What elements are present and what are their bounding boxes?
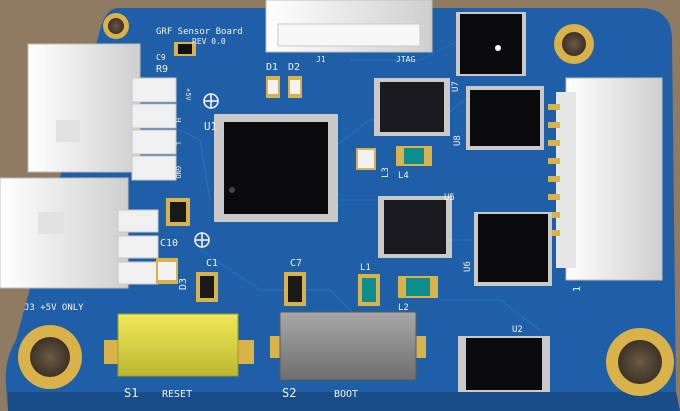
- connector-upper-left: [27, 43, 177, 181]
- label-d1: D1: [266, 62, 278, 73]
- label-r9: R9: [156, 64, 168, 75]
- plus-icon: [203, 93, 219, 109]
- passive-components: [156, 42, 438, 306]
- chip-u2: [458, 336, 550, 392]
- mounting-hole-top-left: [103, 13, 129, 39]
- label-pin-h: H: [174, 118, 182, 122]
- label-u1: U1: [204, 120, 217, 133]
- jtag-connector: [265, 0, 433, 53]
- label-c10: C10: [160, 238, 178, 249]
- mounting-hole-top-right: [554, 24, 594, 64]
- label-l4: L4: [398, 171, 409, 181]
- label-c1: C1: [206, 258, 218, 269]
- label-l3: L3: [381, 167, 391, 178]
- chip-u5: [378, 196, 452, 258]
- board-revision: REV 0.0: [192, 37, 226, 46]
- label-pin-1: 1: [572, 286, 583, 292]
- label-pin-l: L: [174, 142, 182, 146]
- chip-top-right: [456, 12, 526, 76]
- plus-icon: [194, 232, 210, 248]
- label-j1: J1: [316, 55, 326, 64]
- reset-button: [104, 313, 254, 377]
- chip-u7: [374, 78, 450, 136]
- label-pin-5v: +5V: [184, 88, 192, 101]
- label-u8: U8: [453, 135, 463, 146]
- label-reset: RESET: [162, 389, 192, 400]
- label-jtag: JTAG: [396, 55, 415, 64]
- label-u2: U2: [512, 325, 523, 335]
- connector-lower-left: [0, 177, 159, 289]
- label-boot: BOOT: [334, 389, 358, 400]
- label-l2: L2: [398, 303, 409, 313]
- mounting-hole-bottom-right: [606, 328, 674, 396]
- label-pin-gnd: GND: [174, 166, 182, 179]
- label-d3: D3: [178, 278, 189, 290]
- chip-u1: [214, 114, 338, 222]
- mounting-hole-bottom-left: [18, 325, 82, 389]
- label-s1: S1: [124, 386, 138, 400]
- pcb-edge: [8, 392, 680, 411]
- label-c9: C9: [156, 53, 166, 62]
- label-u5: U5: [444, 193, 455, 203]
- chip-u6: [474, 212, 552, 286]
- board-note: J3 +5V ONLY: [24, 303, 84, 313]
- label-s2: S2: [282, 386, 296, 400]
- label-d2: D2: [288, 62, 300, 73]
- boot-button: [270, 311, 426, 381]
- label-l1: L1: [360, 263, 371, 273]
- chip-u8: [466, 86, 544, 150]
- label-u7: U7: [451, 81, 461, 92]
- label-c7: C7: [290, 258, 302, 269]
- board-title: GRF Sensor Board: [156, 27, 243, 37]
- connector-right: [548, 77, 663, 281]
- label-u6: U6: [463, 261, 473, 272]
